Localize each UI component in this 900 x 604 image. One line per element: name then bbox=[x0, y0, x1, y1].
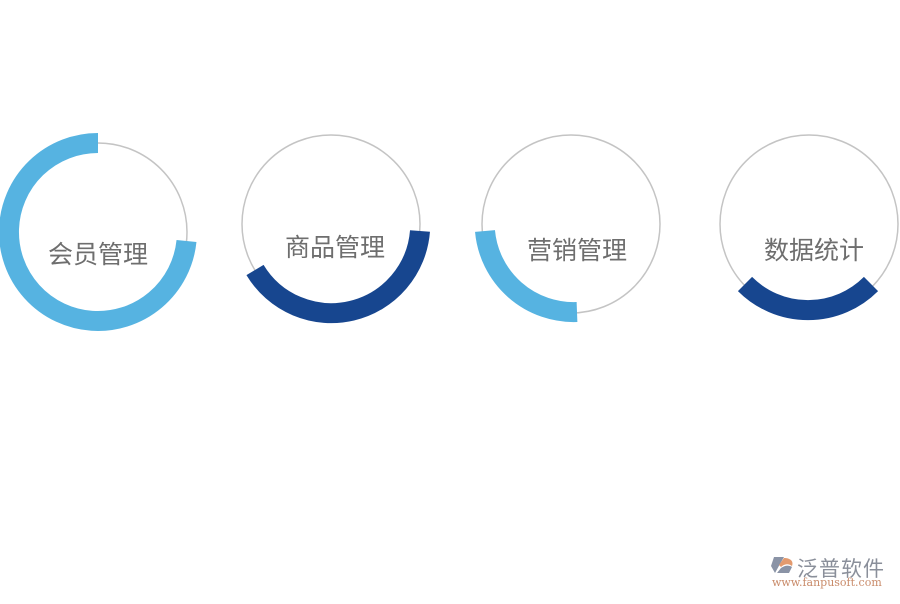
progress-arc bbox=[737, 276, 879, 321]
module-label-product: 商品管理 bbox=[284, 233, 386, 262]
module-label-member: 会员管理 bbox=[47, 240, 149, 269]
module-ring-member bbox=[0, 133, 197, 331]
module-ring-product bbox=[241, 134, 430, 324]
module-label-statistics: 数据统计 bbox=[763, 236, 865, 265]
logo-url: www.fanpusoft.com bbox=[772, 576, 882, 589]
progress-arc bbox=[475, 229, 578, 323]
progress-arc bbox=[246, 230, 430, 324]
module-ring-statistics bbox=[719, 134, 899, 321]
fanpusoft-logo: 泛普软件 www.fanpusoft.com bbox=[770, 553, 895, 593]
module-label-marketing: 营销管理 bbox=[526, 236, 628, 265]
module-ring-marketing bbox=[475, 134, 661, 323]
progress-arc bbox=[0, 133, 197, 331]
logo-name: 泛普软件 bbox=[797, 557, 885, 581]
logo-icon bbox=[771, 557, 793, 573]
